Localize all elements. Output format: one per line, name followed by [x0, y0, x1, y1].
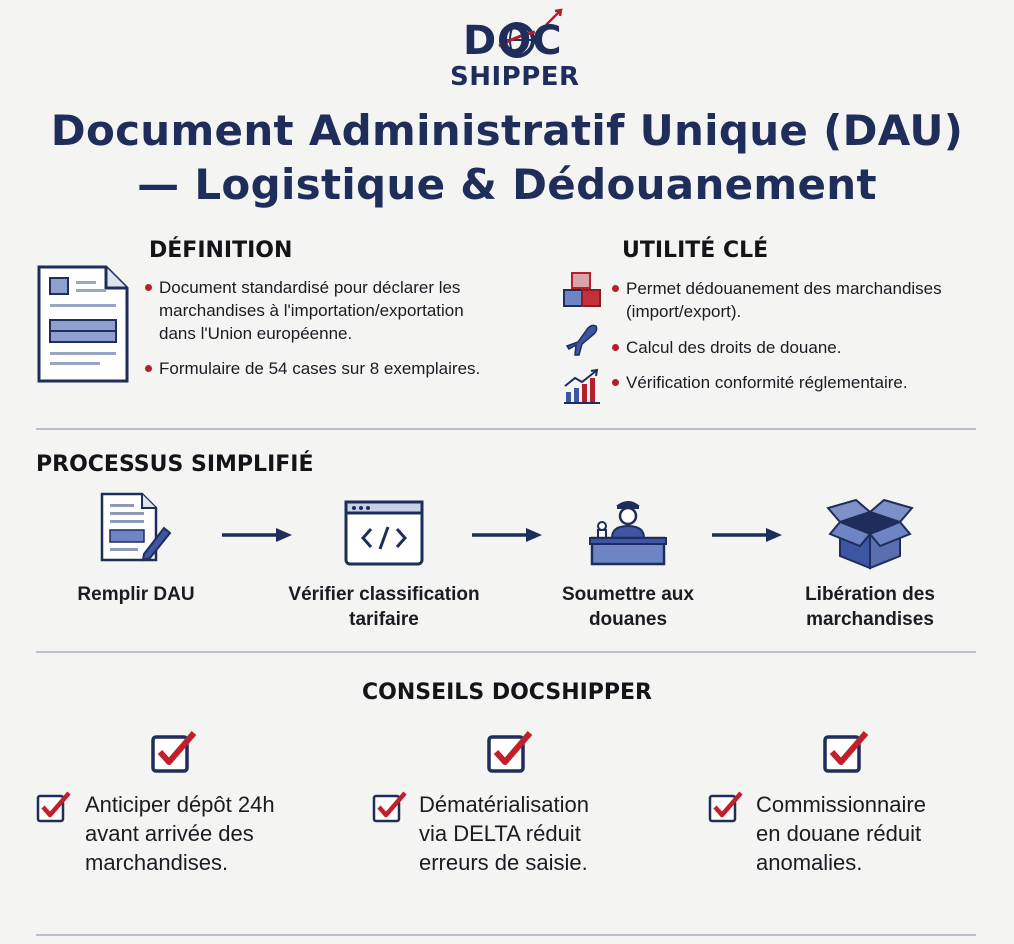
definition-bullet: Document standardisé pour déclarer les m…	[145, 276, 480, 345]
page-title-line1: Document Administratif Unique (DAU)	[50, 106, 964, 155]
checkbox-checked-icon	[487, 731, 533, 773]
tip-item-2: Dématérialisation via DELTA réduit erreu…	[419, 790, 589, 877]
step-label-line: Soumettre aux	[562, 584, 694, 605]
bullet-dot	[145, 365, 152, 372]
bullet-line: dans l'Union européenne.	[159, 324, 353, 343]
bullet-line: Vérification conformité réglementaire.	[626, 373, 908, 392]
tip-line: avant arrivée des	[85, 821, 254, 846]
bullet-dot	[612, 344, 619, 351]
bullet-line: marchandises à l'importation/exportation	[159, 301, 464, 320]
tip-item-1: Anticiper dépôt 24h avant arrivée des ma…	[85, 790, 275, 877]
checkbox-checked-icon	[372, 791, 407, 823]
step-label-line: Libération des	[805, 584, 935, 605]
bullet-line: Document standardisé pour déclarer les	[159, 278, 461, 297]
code-window-icon	[344, 500, 424, 566]
bullet-line: Formulaire de 54 cases sur 8 exemplaires…	[159, 359, 481, 378]
step-label-line: marchandises	[806, 609, 934, 630]
tip-line: anomalies.	[756, 850, 863, 875]
arrow-right-icon	[472, 528, 542, 542]
utility-heading: UTILITÉ CLÉ	[622, 238, 769, 263]
section-divider	[36, 651, 976, 653]
definition-bullets: Document standardisé pour déclarer les m…	[145, 276, 480, 380]
arrow-right-icon	[712, 528, 782, 542]
bullet-dot	[145, 284, 152, 291]
process-heading: PROCESSUS SIMPLIFIÉ	[36, 452, 314, 477]
bullet-line: (import/export).	[626, 302, 742, 321]
tip-line: Commissionnaire	[756, 792, 926, 817]
logo-top-text: DOC	[463, 18, 563, 64]
logo-bottom-text: SHIPPER	[450, 62, 580, 92]
definition-heading: DÉFINITION	[149, 238, 293, 263]
section-divider	[36, 428, 976, 430]
tips-heading: CONSEILS DOCSHIPPER	[361, 680, 653, 705]
form-pen-icon	[100, 492, 172, 562]
docshipper-logo: DOC SHIPPER	[445, 6, 579, 96]
utility-bullet-1: Permet dédouanement des marchandises (im…	[612, 277, 942, 323]
tip-line: en douane réduit	[756, 821, 922, 846]
utility-bullet-2: Calcul des droits de douane.	[612, 336, 841, 359]
tip-line: via DELTA réduit	[419, 821, 581, 846]
bullet-dot	[612, 379, 619, 386]
step-label-line: Vérifier classification	[288, 584, 480, 605]
boxes-icon	[563, 272, 601, 307]
section-divider	[36, 934, 976, 936]
open-box-icon	[826, 498, 914, 570]
globe-icon	[498, 22, 536, 58]
step-label-line: tarifaire	[349, 609, 419, 630]
step-label-4: Libération des marchandises	[780, 582, 960, 632]
tip-line: Dématérialisation	[419, 792, 589, 817]
tip-line: marchandises.	[85, 850, 229, 875]
checkbox-checked-icon	[708, 791, 743, 823]
step-label-1: Remplir DAU	[56, 582, 216, 607]
step-label-3: Soumettre aux douanes	[538, 582, 718, 632]
step-label-line: Remplir DAU	[77, 584, 195, 605]
bullet-dot	[612, 285, 619, 292]
step-label-2: Vérifier classification tarifaire	[274, 582, 494, 632]
step-label-line: douanes	[588, 609, 668, 630]
arrow-right-icon	[222, 528, 292, 542]
checkbox-checked-icon	[151, 731, 197, 773]
plane-icon	[545, 8, 563, 26]
tip-line: Anticiper dépôt 24h	[85, 792, 275, 817]
definition-bullet: Formulaire de 54 cases sur 8 exemplaires…	[145, 357, 480, 380]
bullet-line: Calcul des droits de douane.	[626, 338, 842, 357]
growth-chart-icon	[564, 368, 600, 404]
tip-item-3: Commissionnaire en douane réduit anomali…	[756, 790, 926, 877]
bullet-line: Permet dédouanement des marchandises	[626, 279, 942, 298]
checkbox-checked-icon	[823, 731, 869, 773]
checkbox-checked-icon	[36, 791, 71, 823]
tip-line: erreurs de saisie.	[419, 850, 588, 875]
document-icon	[37, 265, 129, 383]
utility-bullet-3: Vérification conformité réglementaire.	[612, 371, 908, 394]
customs-officer-icon	[589, 501, 667, 566]
page-title-line2: — Logistique & Dédouanement	[137, 160, 877, 209]
airplane-icon	[565, 324, 598, 356]
